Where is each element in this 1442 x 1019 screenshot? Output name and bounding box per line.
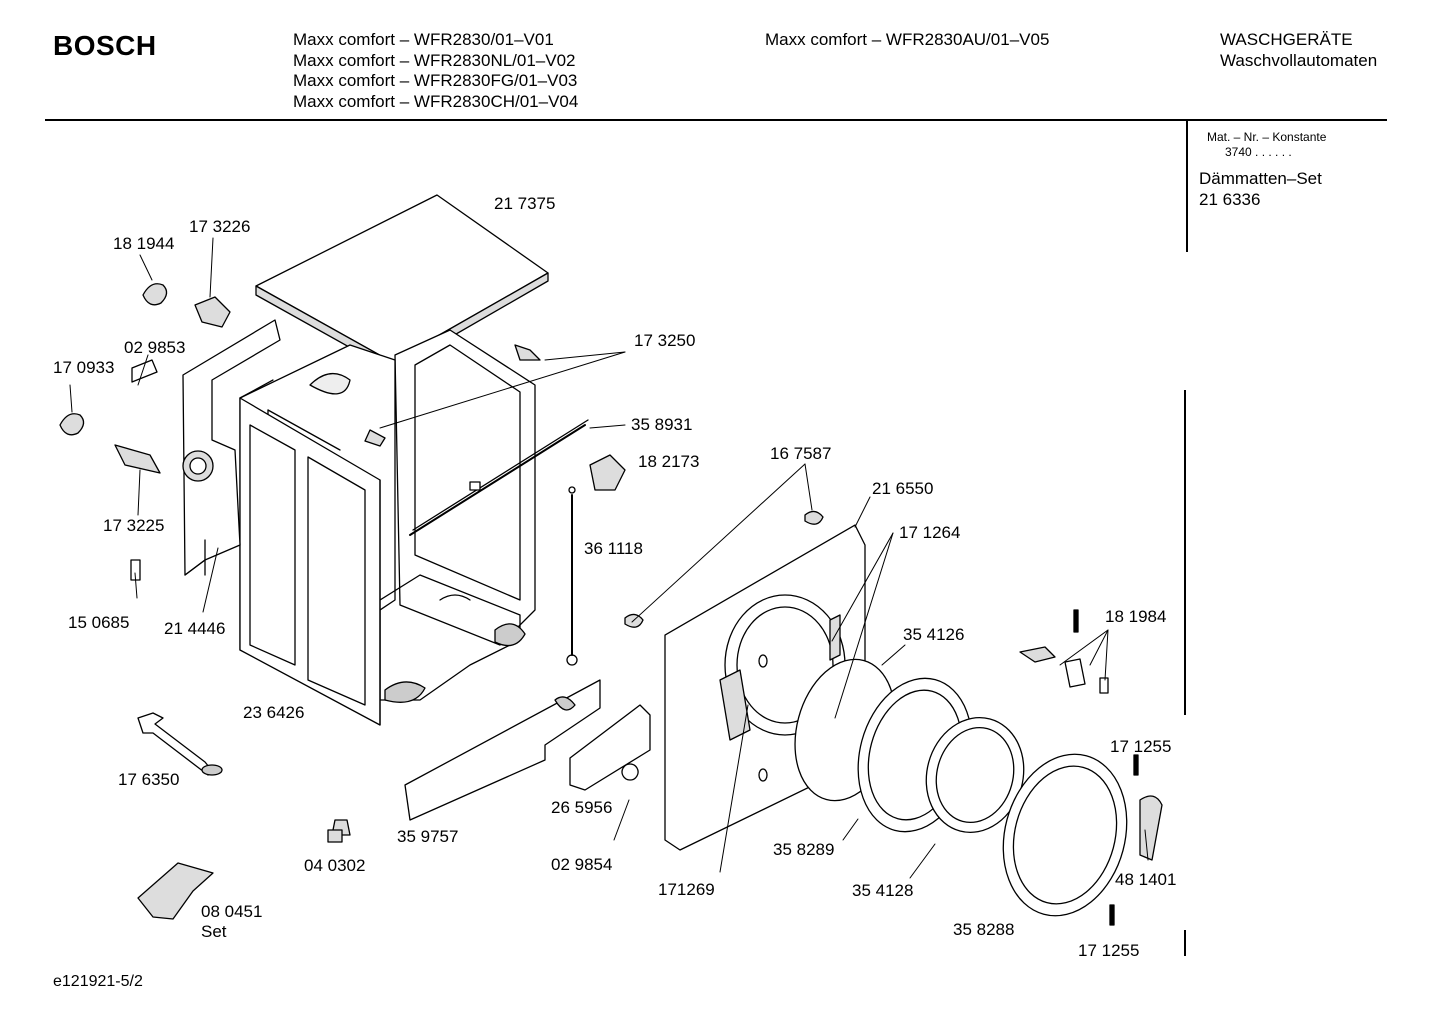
- part-label: 02 9854: [551, 855, 613, 874]
- sidebar-divider-lower: [1184, 390, 1186, 715]
- spring-drawing: [567, 487, 577, 665]
- part-label: 17 6350: [118, 770, 180, 789]
- side-panel-drawing: [183, 320, 280, 575]
- model-line: Maxx comfort – WFR2830/01–V01: [293, 30, 554, 49]
- model-line: Maxx comfort – WFR2830CH/01–V04: [293, 91, 579, 111]
- part-label: 18 1984: [1105, 607, 1167, 626]
- part-label: Set: [201, 922, 227, 941]
- model-list: Maxx comfort – WFR2830/01–V01 Maxx comfo…: [293, 30, 578, 112]
- part-label: 18 2173: [638, 452, 700, 471]
- category-title: WASCHGERÄTE: [1220, 30, 1353, 49]
- insulation-set: Dämmatten–Set 21 6336: [1199, 168, 1322, 210]
- model-line-au: Maxx comfort – WFR2830AU/01–V05: [765, 30, 1050, 49]
- sidebar-divider-bottom: [1184, 930, 1186, 956]
- model-line: Maxx comfort – WFR2830FG/01–V03: [293, 71, 578, 90]
- category-block: WASCHGERÄTE Waschvollautomaten: [1220, 30, 1377, 71]
- part-label: 17 1255: [1078, 941, 1140, 960]
- cabinet-frame-drawing: [240, 330, 588, 725]
- foot-and-bracket-drawing: [138, 830, 342, 919]
- material-constant: Mat. – Nr. – Konstante 3740 . . . . . .: [1207, 130, 1326, 160]
- brand-logo: BOSCH: [53, 30, 157, 61]
- set-name: Dämmatten–Set: [1199, 169, 1322, 188]
- part-label: 17 3250: [634, 331, 696, 350]
- material-label: Mat. – Nr. – Konstante: [1207, 130, 1327, 144]
- part-label: 23 6426: [243, 703, 305, 722]
- control-panel-drawing: [405, 680, 650, 820]
- leader-lines: [70, 238, 1148, 878]
- part-label: 17 3226: [189, 217, 251, 236]
- part-label: 16 7587: [770, 444, 832, 463]
- part-label: 171269: [658, 880, 715, 899]
- part-label: 02 9853: [124, 338, 186, 357]
- part-label: 35 8289: [773, 840, 835, 859]
- part-label: 17 1255: [1110, 737, 1172, 756]
- part-label: 21 4446: [164, 619, 226, 638]
- top-cover-drawing: [256, 195, 548, 371]
- part-label: 21 6550: [872, 479, 934, 498]
- part-label: 48 1401: [1115, 870, 1177, 889]
- door-assembly-drawing: [780, 648, 1162, 930]
- part-label: 21 7375: [494, 194, 556, 213]
- part-label: 17 1264: [899, 523, 961, 542]
- set-number: 21 6336: [1199, 190, 1261, 209]
- document-id: e121921-5/2: [53, 973, 143, 990]
- part-label: 04 0302: [304, 856, 366, 875]
- part-label: 35 9757: [397, 827, 459, 846]
- category-subtitle: Waschvollautomaten: [1220, 50, 1378, 70]
- part-label: 08 0451: [201, 902, 263, 921]
- part-label: 18 1944: [113, 234, 175, 253]
- model-line: Maxx comfort – WFR2830NL/01–V02: [293, 50, 576, 70]
- part-label: 15 0685: [68, 613, 130, 632]
- sidebar-divider: [1186, 120, 1188, 252]
- part-label: 17 0933: [53, 358, 115, 377]
- part-label: 36 1118: [584, 539, 643, 558]
- wrench-drawing: [138, 713, 222, 775]
- part-label: 35 8931: [631, 415, 693, 434]
- door-lock-drawing: [1020, 610, 1138, 925]
- part-label: 35 4128: [852, 881, 914, 900]
- part-label: 26 5956: [551, 798, 613, 817]
- part-label: 35 8288: [953, 920, 1015, 939]
- material-value: 3740 . . . . . .: [1225, 145, 1292, 159]
- header-divider: [45, 119, 1387, 121]
- part-label: 17 3225: [103, 516, 165, 535]
- hinge-parts-drawing: [60, 284, 823, 835]
- part-label: 35 4126: [903, 625, 965, 644]
